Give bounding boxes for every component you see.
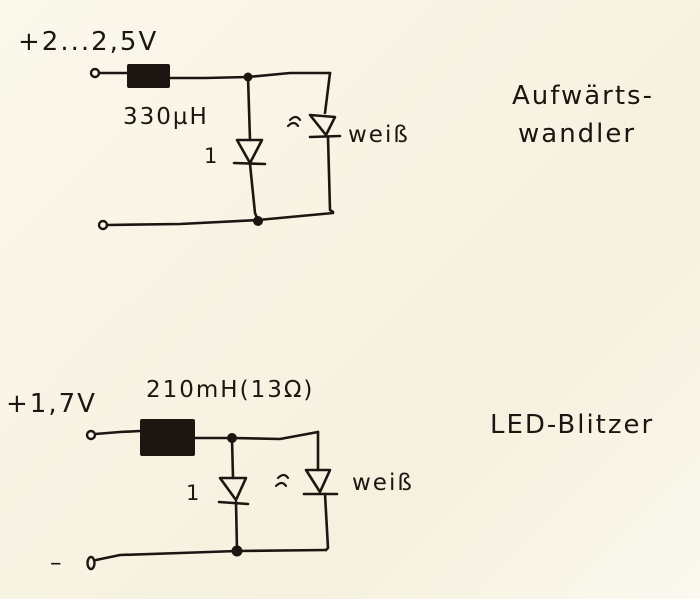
led-color-label: weiß bbox=[352, 470, 414, 496]
junction-dot-icon bbox=[253, 216, 263, 226]
circuit-title: LED-Blitzer bbox=[490, 410, 654, 440]
wire-led-down bbox=[323, 492, 330, 552]
wire-diode-up bbox=[230, 436, 235, 480]
supply-voltage-label: +2...2,5V bbox=[18, 27, 158, 57]
diode-icon bbox=[235, 138, 264, 165]
wire-input bbox=[93, 429, 142, 436]
led-flasher-circuit: +1,7V 210mH(13Ω) 1 weiß – LED-Blitzer bbox=[6, 377, 654, 576]
led-icon bbox=[304, 468, 332, 494]
wire-diode-down bbox=[248, 162, 260, 222]
diode-icon bbox=[218, 476, 248, 502]
diode-label: 1 bbox=[186, 481, 201, 505]
diode-label: 1 bbox=[204, 144, 219, 168]
inductor-icon bbox=[140, 419, 195, 456]
wire-led-down bbox=[326, 135, 335, 214]
wire-top-rail bbox=[193, 430, 320, 441]
junction-dot-icon bbox=[231, 545, 243, 557]
negative-terminal-label: – bbox=[50, 550, 64, 576]
diode-bar bbox=[217, 500, 250, 506]
ground-terminal-icon bbox=[86, 555, 96, 571]
input-terminal-icon bbox=[85, 429, 97, 441]
inductor-icon bbox=[127, 64, 170, 88]
led-icon bbox=[308, 113, 337, 137]
wire-diode-down bbox=[234, 500, 239, 552]
wire-diode-up bbox=[246, 75, 252, 142]
light-emission-icon bbox=[274, 473, 290, 488]
circuit-title-line2: wandler bbox=[518, 119, 636, 149]
boost-converter-circuit: +2...2,5V 330µH 1 weiß Aufwärts- wandler bbox=[18, 27, 654, 231]
wire-bottom-rail bbox=[94, 548, 328, 562]
supply-voltage-label: +1,7V bbox=[6, 389, 97, 419]
circuit-title-line1: Aufwärts- bbox=[512, 81, 654, 111]
led-color-label: weiß bbox=[348, 122, 410, 148]
wire-bottom-rail bbox=[105, 211, 335, 227]
inductor-value-label: 330µH bbox=[123, 104, 209, 130]
light-emission-icon bbox=[286, 115, 302, 128]
led-bar bbox=[308, 134, 342, 139]
inductor-value-label: 210mH(13Ω) bbox=[146, 377, 314, 403]
wire-led-up bbox=[323, 71, 332, 115]
